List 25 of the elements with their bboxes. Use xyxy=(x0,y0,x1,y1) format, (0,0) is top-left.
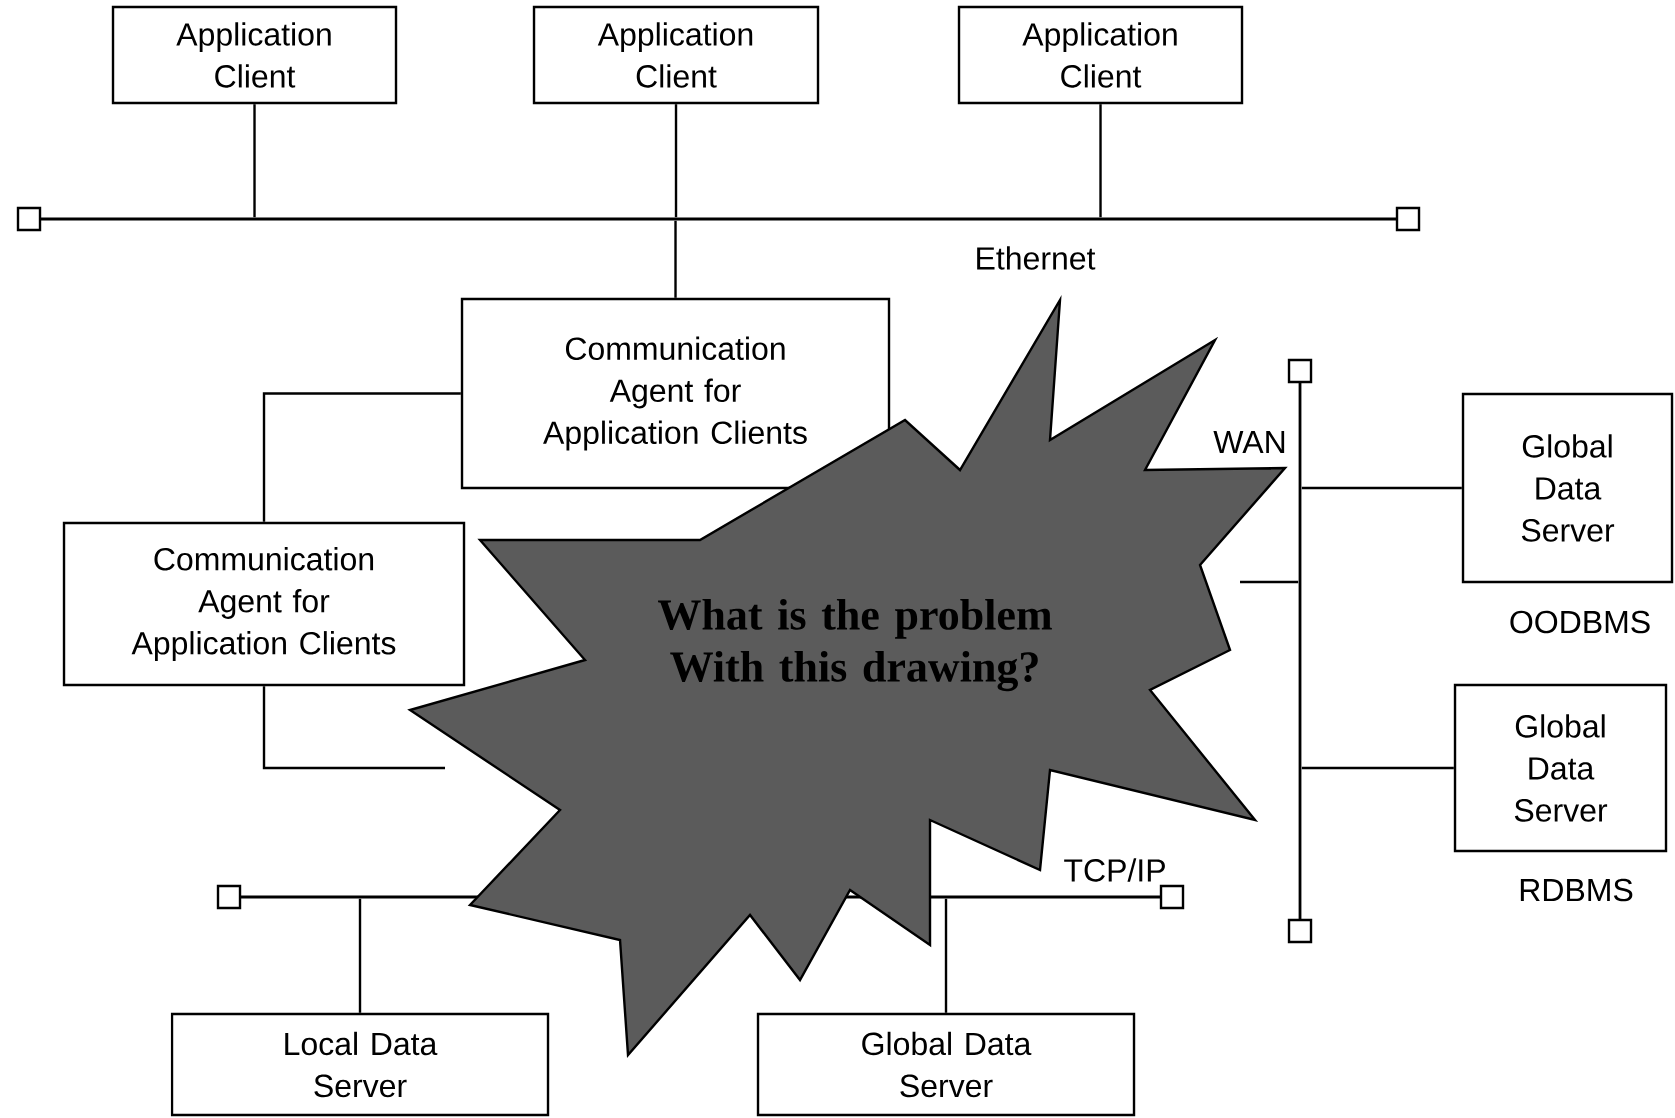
process-box: Application Client xyxy=(111,5,398,105)
connector-line xyxy=(253,104,256,218)
server-box: Global Data Server xyxy=(756,1012,1136,1117)
database-label: RDBMS xyxy=(1520,878,1633,902)
connector-line xyxy=(262,392,461,522)
database-label: OODBMS xyxy=(1510,610,1650,634)
network-label: TCP/IP xyxy=(1064,858,1165,882)
server-box: Global Data Server xyxy=(1453,683,1668,853)
process-box: Communication Agent for Application Clients xyxy=(460,297,891,490)
process-box: Communication Agent for Application Clients xyxy=(62,521,466,687)
network-label: Ethernet xyxy=(977,246,1096,270)
process-box: Application Client xyxy=(957,5,1244,105)
server-box: Local Data Server xyxy=(170,1012,550,1117)
connector-line xyxy=(944,898,948,1013)
network-label: WAN xyxy=(1213,431,1285,453)
connector-line xyxy=(1301,486,1462,490)
connector-line xyxy=(674,220,677,298)
connector-line xyxy=(358,898,362,1013)
connector-line xyxy=(1240,580,1299,584)
connector-line xyxy=(1301,766,1454,770)
connector-line xyxy=(674,104,678,218)
server-box: Global Data Server xyxy=(1461,392,1674,584)
process-box: Application Client xyxy=(532,5,820,105)
connector-line xyxy=(262,686,445,770)
connector-line xyxy=(1099,104,1102,218)
